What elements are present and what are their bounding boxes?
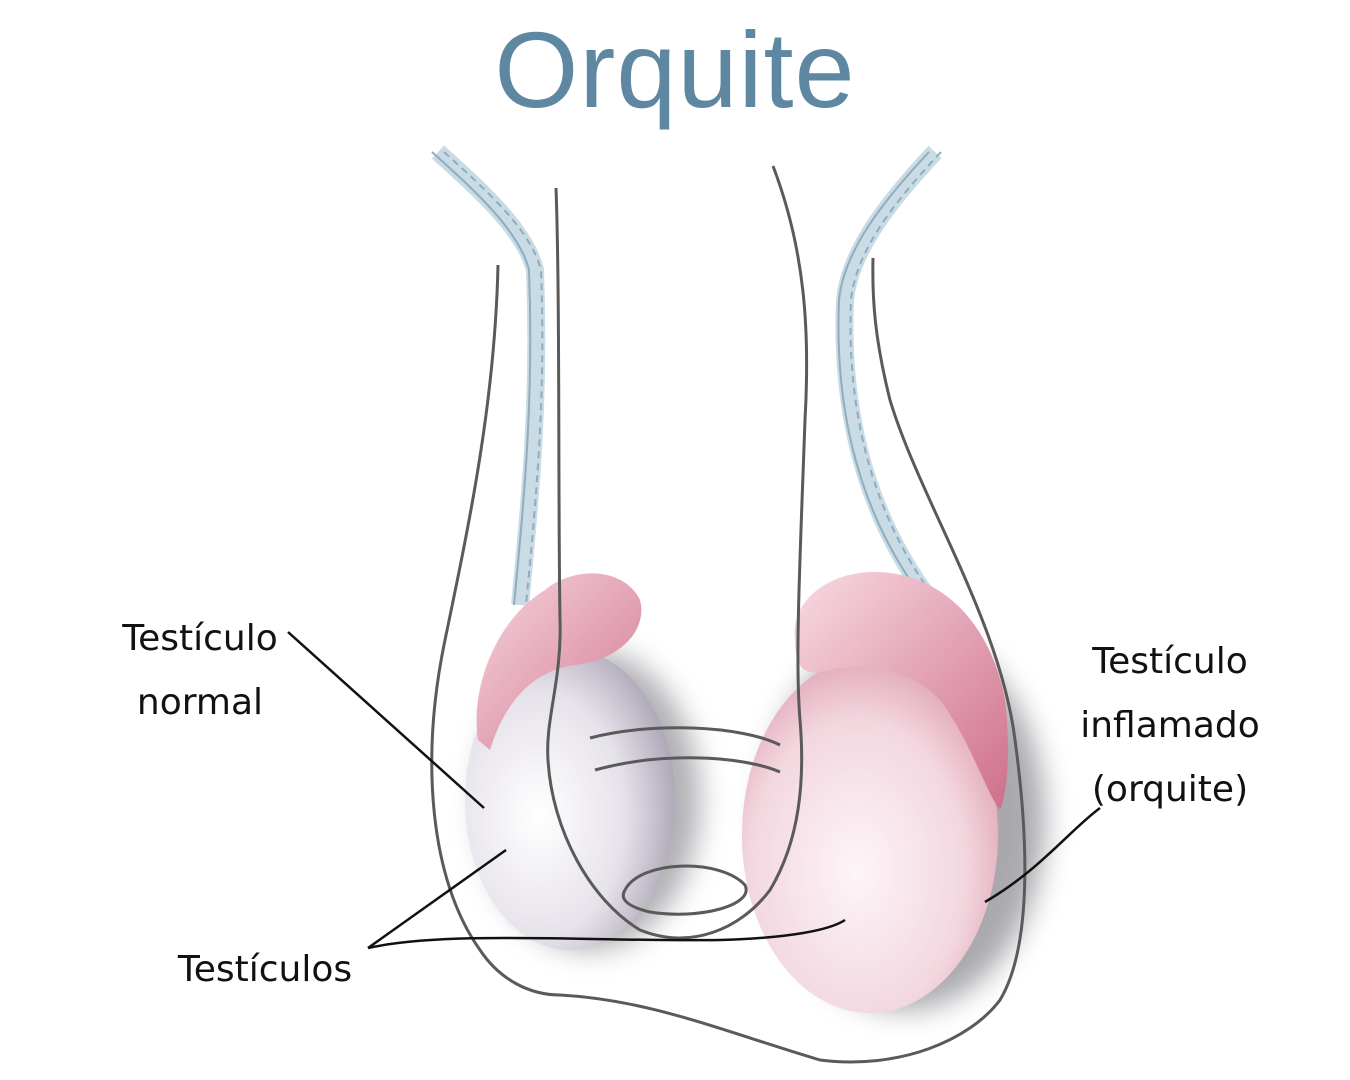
scrotum-outline	[430, 165, 1027, 1064]
label-inflamed-line3: (orquite)	[1091, 769, 1249, 810]
right-epididymis	[794, 571, 1008, 810]
label-normal-line1: Testículo	[122, 618, 278, 659]
label-inflamed-line2: inflamado	[1080, 705, 1260, 746]
label-inflamed-line1: Testículo	[1092, 641, 1248, 682]
leader-testes-left	[367, 848, 507, 950]
diagram-title: Orquite	[494, 9, 856, 130]
leader-testes-right	[367, 918, 846, 950]
label-normal-line2: normal	[136, 682, 264, 723]
leader-normal	[287, 631, 485, 809]
right-spermatic-cord	[835, 145, 942, 606]
label-testes: Testículos	[177, 949, 353, 990]
left-spermatic-cord	[431, 145, 546, 606]
label-normal-testis: Testículo normal	[95, 607, 305, 735]
leader-inflamed	[984, 806, 1101, 904]
inflamed-testis	[742, 571, 1008, 1013]
label-inflamed-testis: Testículo inflamado (orquite)	[1050, 630, 1290, 822]
